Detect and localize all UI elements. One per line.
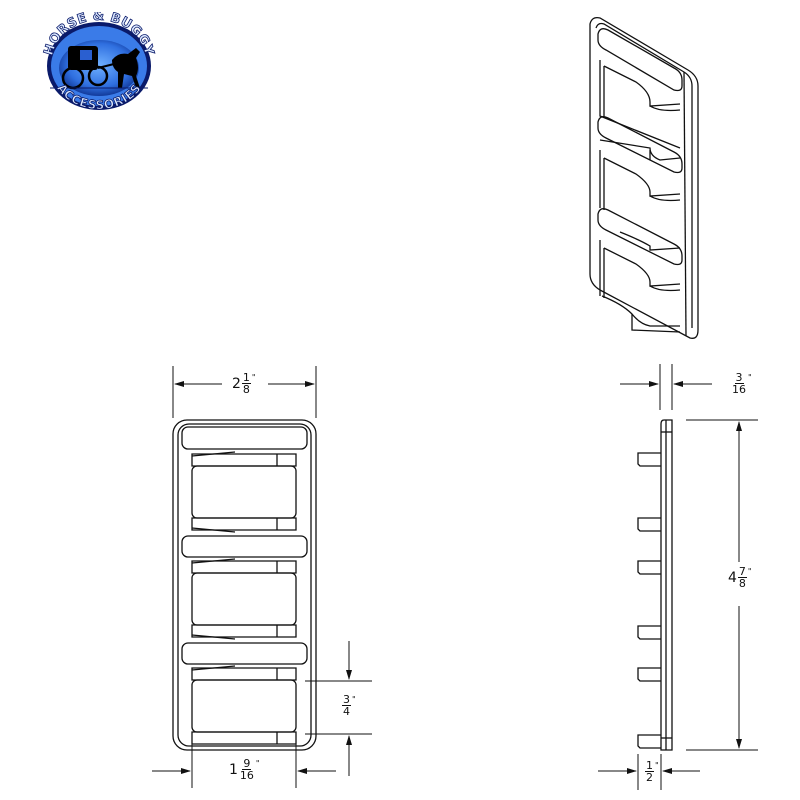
slot-width-dimension <box>152 744 336 788</box>
slot-height-dimension <box>305 641 372 776</box>
depth-dimension <box>598 754 700 790</box>
depth-den: 2 <box>646 771 653 784</box>
thickness-num: 3 <box>734 371 744 384</box>
depth-dimension-label: 1 2 " <box>644 760 659 783</box>
slot-height-unit: " <box>352 695 356 704</box>
depth-num: 1 <box>645 759 654 772</box>
width-fraction: 1 8 <box>241 371 251 396</box>
slot-height-dimension-label: 3 4 " <box>341 694 356 717</box>
width-dimension-label: 2 1 8 " <box>232 372 256 395</box>
slot-height-fraction: 3 4 <box>342 694 351 717</box>
height-dimension <box>686 419 758 751</box>
isometric-view <box>589 16 699 339</box>
slot-width-den: 16 <box>239 769 254 782</box>
height-whole: 4 <box>728 569 737 586</box>
width-dimension <box>172 366 317 418</box>
width-unit: " <box>251 373 256 382</box>
slot-width-whole: 1 <box>229 761 238 778</box>
height-den: 8 <box>738 577 746 590</box>
slot-height-num: 3 <box>342 693 351 706</box>
thickness-unit: " <box>748 373 752 382</box>
thickness-den: 16 <box>732 383 746 396</box>
width-whole: 2 <box>232 375 241 392</box>
slot-height-den: 4 <box>343 705 350 718</box>
side-view <box>637 419 673 751</box>
slot-width-fraction: 9 16 <box>239 758 255 781</box>
thickness-dimension-label: 3 16 " <box>730 372 752 395</box>
slot-width-unit: " <box>255 759 260 768</box>
slot-width-num: 9 <box>242 757 252 770</box>
slot-width-dimension-label: 1 9 16 " <box>229 758 260 781</box>
horse-and-buggy-icon: HORSE & BUGGY ACCESSORIES <box>41 12 156 113</box>
height-unit: " <box>747 567 752 576</box>
depth-unit: " <box>655 761 659 770</box>
thickness-fraction: 3 16 <box>731 372 747 395</box>
thickness-dimension <box>620 364 712 410</box>
brand-logo: HORSE & BUGGY ACCESSORIES <box>40 12 158 116</box>
height-fraction: 7 8 <box>737 565 747 590</box>
width-num: 1 <box>241 371 251 384</box>
width-den: 8 <box>242 383 250 396</box>
front-view <box>172 419 317 751</box>
height-num: 7 <box>737 565 747 578</box>
height-dimension-label: 4 7 8 " <box>728 566 752 589</box>
depth-fraction: 1 2 <box>645 760 654 783</box>
